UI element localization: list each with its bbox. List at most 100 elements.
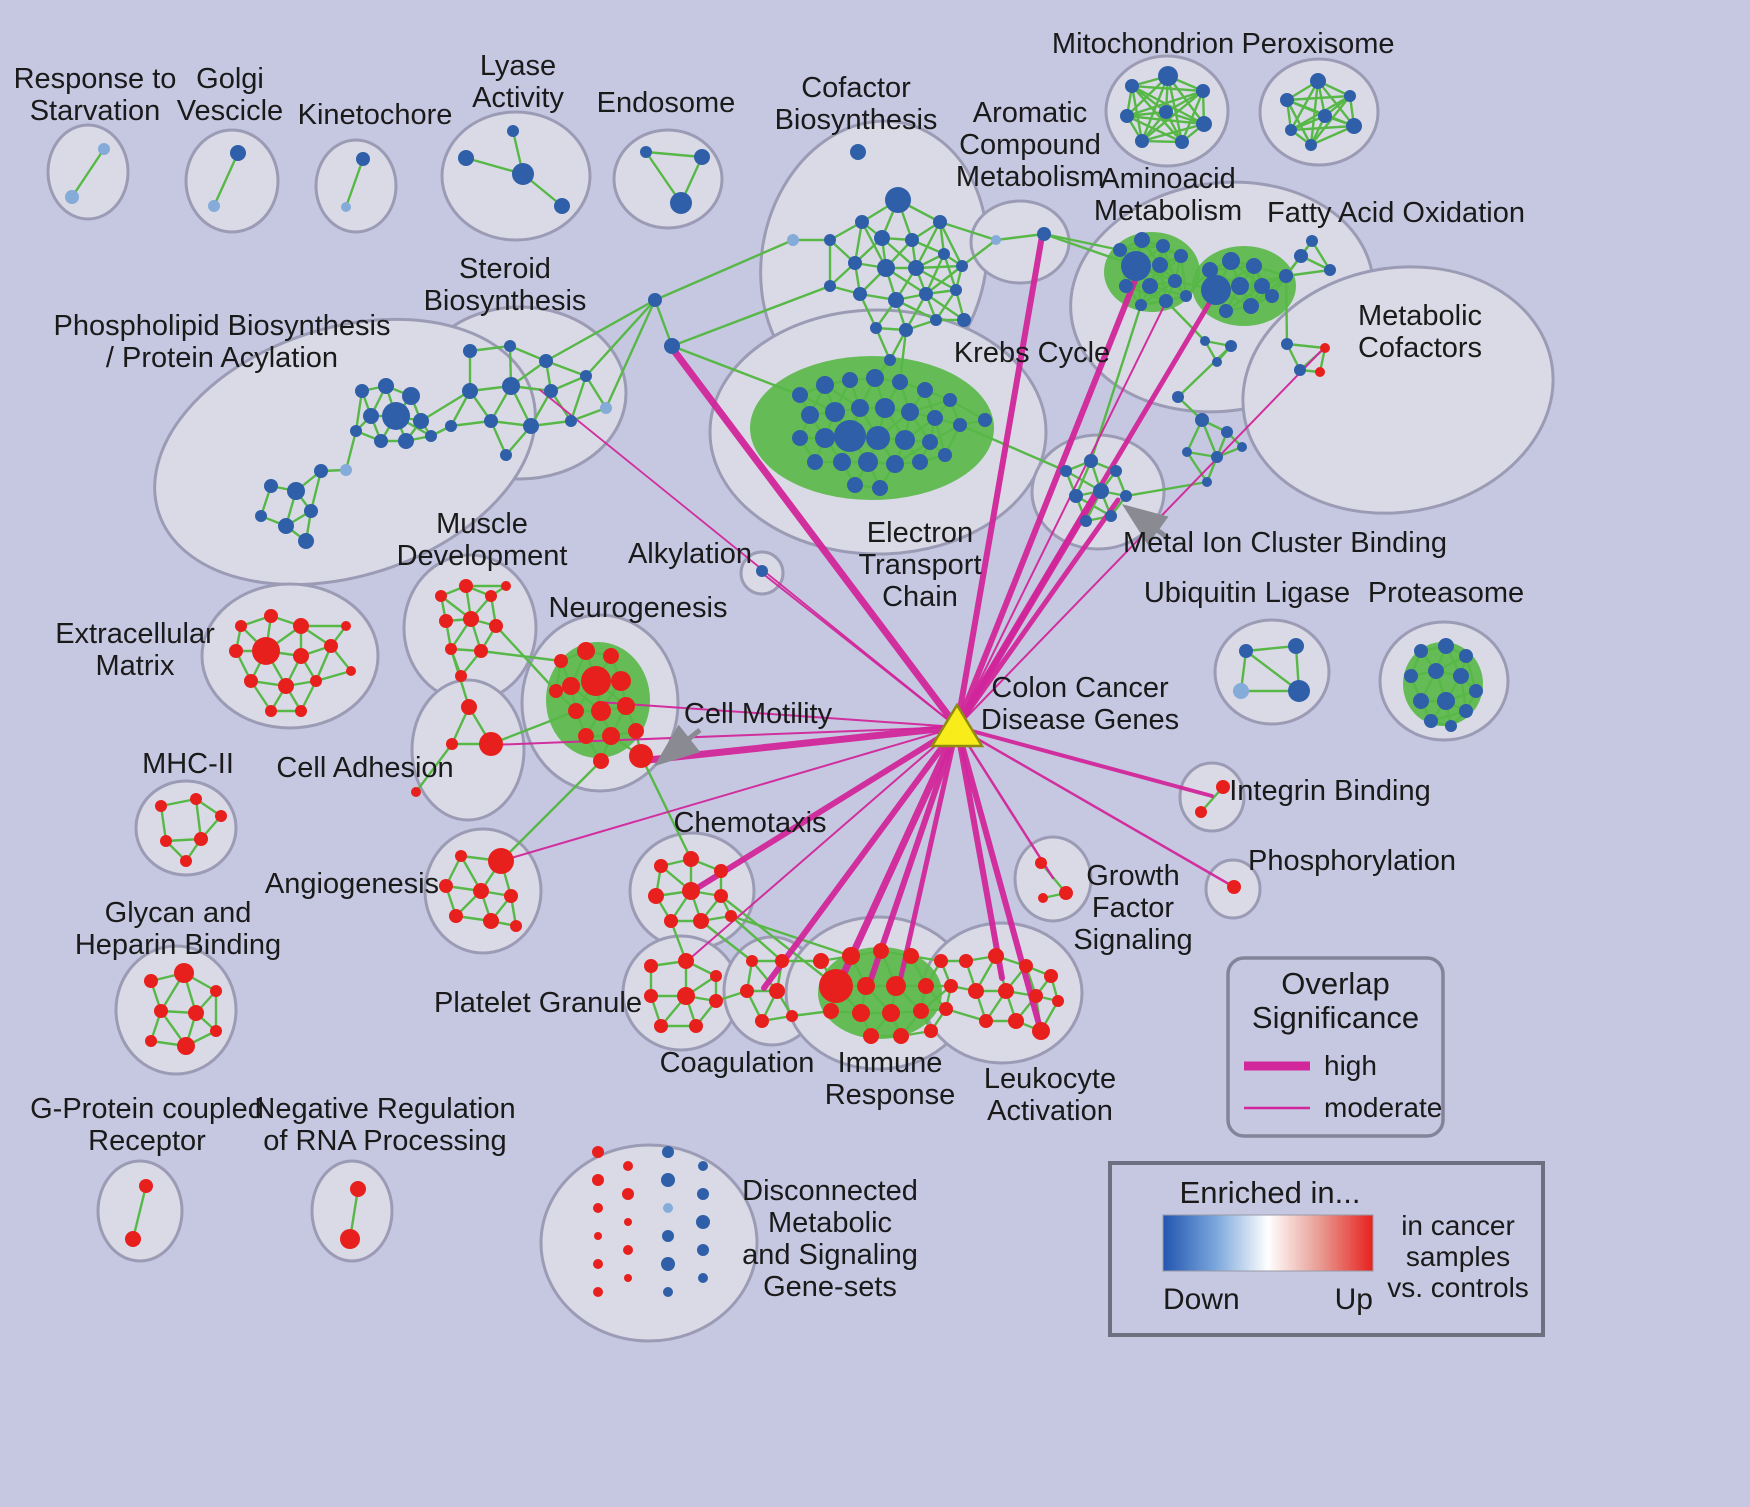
green-edge (730, 915, 783, 962)
gene-set-node (1084, 454, 1098, 468)
gene-set-node (287, 482, 305, 500)
gene-set-node (661, 1173, 675, 1187)
label-cell-adhesion: Cell Adhesion (276, 752, 453, 784)
gene-set-node (819, 969, 853, 1003)
gene-set-node (857, 977, 875, 995)
gene-set-node (792, 430, 808, 446)
gene-set-node (293, 648, 309, 664)
green-edge (1180, 90, 1205, 143)
gene-set-node (1196, 84, 1210, 98)
gene-set-node (824, 280, 836, 292)
gene-set-node (398, 433, 414, 449)
green-edge (1290, 124, 1355, 132)
gene-set-node (1195, 806, 1207, 818)
gene-set-node (1052, 995, 1064, 1007)
label-phosphorylation: Phosphorylation (1248, 845, 1456, 877)
gene-set-node (1180, 290, 1192, 302)
green-edge (939, 220, 997, 242)
gene-set-node (562, 677, 580, 695)
gene-set-node (229, 644, 243, 658)
significance-edge-high (954, 724, 1005, 981)
gene-set-node (1120, 490, 1132, 502)
gene-set-node (901, 403, 919, 421)
gene-set-node (934, 954, 948, 968)
gene-set-node (654, 859, 668, 873)
significance-edge-moderate (685, 726, 958, 963)
gene-set-node (624, 1218, 632, 1226)
gene-set-node (1246, 258, 1262, 274)
gene-set-node (654, 1019, 668, 1033)
gene-set-node (1195, 413, 1209, 427)
gene-set-node (689, 1019, 703, 1033)
gene-set-node (463, 344, 477, 358)
cluster-bubble-disconnected-gene-sets (539, 1143, 759, 1343)
gene-set-node (1044, 969, 1058, 983)
gene-set-node (1038, 893, 1048, 903)
green-edge (995, 232, 1045, 242)
gene-set-node (874, 230, 890, 246)
legend-significance-box (1226, 956, 1445, 1138)
green-edge (131, 1185, 148, 1240)
gene-set-node (617, 697, 635, 715)
gene-set-node (1093, 483, 1109, 499)
gene-set-node (886, 976, 906, 996)
label-kinetochore: Kinetochore (298, 99, 453, 131)
gene-set-node (459, 579, 473, 593)
gene-set-node (978, 413, 992, 427)
gene-set-node (1254, 278, 1270, 294)
gene-set-node (461, 699, 477, 715)
green-edge (654, 238, 794, 302)
gene-set-node (504, 340, 516, 352)
gene-set-node (1344, 90, 1356, 102)
gene-set-node (1212, 357, 1222, 367)
gene-set-node (640, 146, 652, 158)
gene-set-node (382, 402, 410, 430)
gene-set-node (507, 125, 519, 137)
gene-set-node (378, 378, 394, 394)
gene-set-node (1125, 79, 1139, 93)
gene-set-node (1306, 235, 1318, 247)
green-edge (1126, 89, 1204, 118)
gene-set-node (439, 614, 453, 628)
gene-set-node (664, 914, 678, 928)
green-edge (925, 265, 963, 295)
gene-set-node (855, 215, 869, 229)
label-integrin-binding: Integrin Binding (1229, 775, 1431, 807)
gene-set-node (847, 477, 863, 493)
gene-set-node (682, 882, 700, 900)
green-edge (500, 760, 602, 862)
gene-set-node (355, 384, 369, 398)
gene-set-node (304, 504, 318, 518)
gene-set-node (1202, 477, 1212, 487)
gene-set-node (629, 744, 653, 768)
cluster-bubble-extracellular-matrix (200, 582, 380, 730)
significance-edge-high (668, 344, 961, 731)
green-edge (942, 253, 958, 291)
gene-set-node (875, 398, 895, 418)
gene-set-node (549, 684, 563, 698)
label-mitochondrion: Mitochondrion (1052, 28, 1234, 60)
gene-set-node (341, 621, 351, 631)
gene-set-node (924, 1024, 938, 1038)
cluster-bubble-golgi-vescicle (184, 128, 280, 234)
gene-set-node (600, 402, 612, 414)
gene-set-node (1318, 109, 1332, 123)
gene-set-node (160, 835, 172, 847)
significance-edge-high (954, 265, 1143, 730)
gene-set-node (950, 284, 962, 296)
gene-set-node (439, 879, 453, 893)
gene-set-node (866, 369, 884, 387)
green-edge (212, 152, 240, 207)
green-edge (420, 389, 471, 423)
gene-set-node (1200, 336, 1210, 346)
green-edge (1245, 650, 1300, 692)
green-edge (924, 253, 946, 295)
gene-set-node (979, 1014, 993, 1028)
